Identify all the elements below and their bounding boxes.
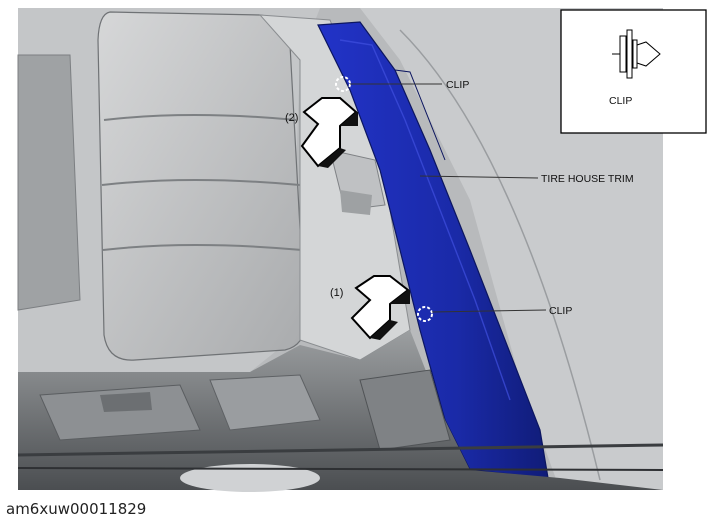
removal-arrow-step-1 [350,275,410,340]
inset-clip-label: CLIP [609,95,632,107]
seat-back-cushion [97,11,306,361]
removal-arrow-step-2 [300,97,358,168]
step-label-2: (2) [285,112,298,124]
illustration-area [17,8,664,492]
clip-symbol-icon [612,29,661,79]
callout-clip-lower: CLIP [549,305,572,317]
clip-inset-box: CLIP [560,9,707,134]
clip-marker-upper [335,76,442,92]
callout-clip-upper: CLIP [446,79,469,91]
figure-id: am6xuw00011829 [6,500,147,518]
clip-marker-lower [417,306,547,322]
callout-tire-house-trim: TIRE HOUSE TRIM [541,173,634,185]
step-label-1: (1) [330,287,343,299]
leader-tire-house-trim [419,175,539,179]
